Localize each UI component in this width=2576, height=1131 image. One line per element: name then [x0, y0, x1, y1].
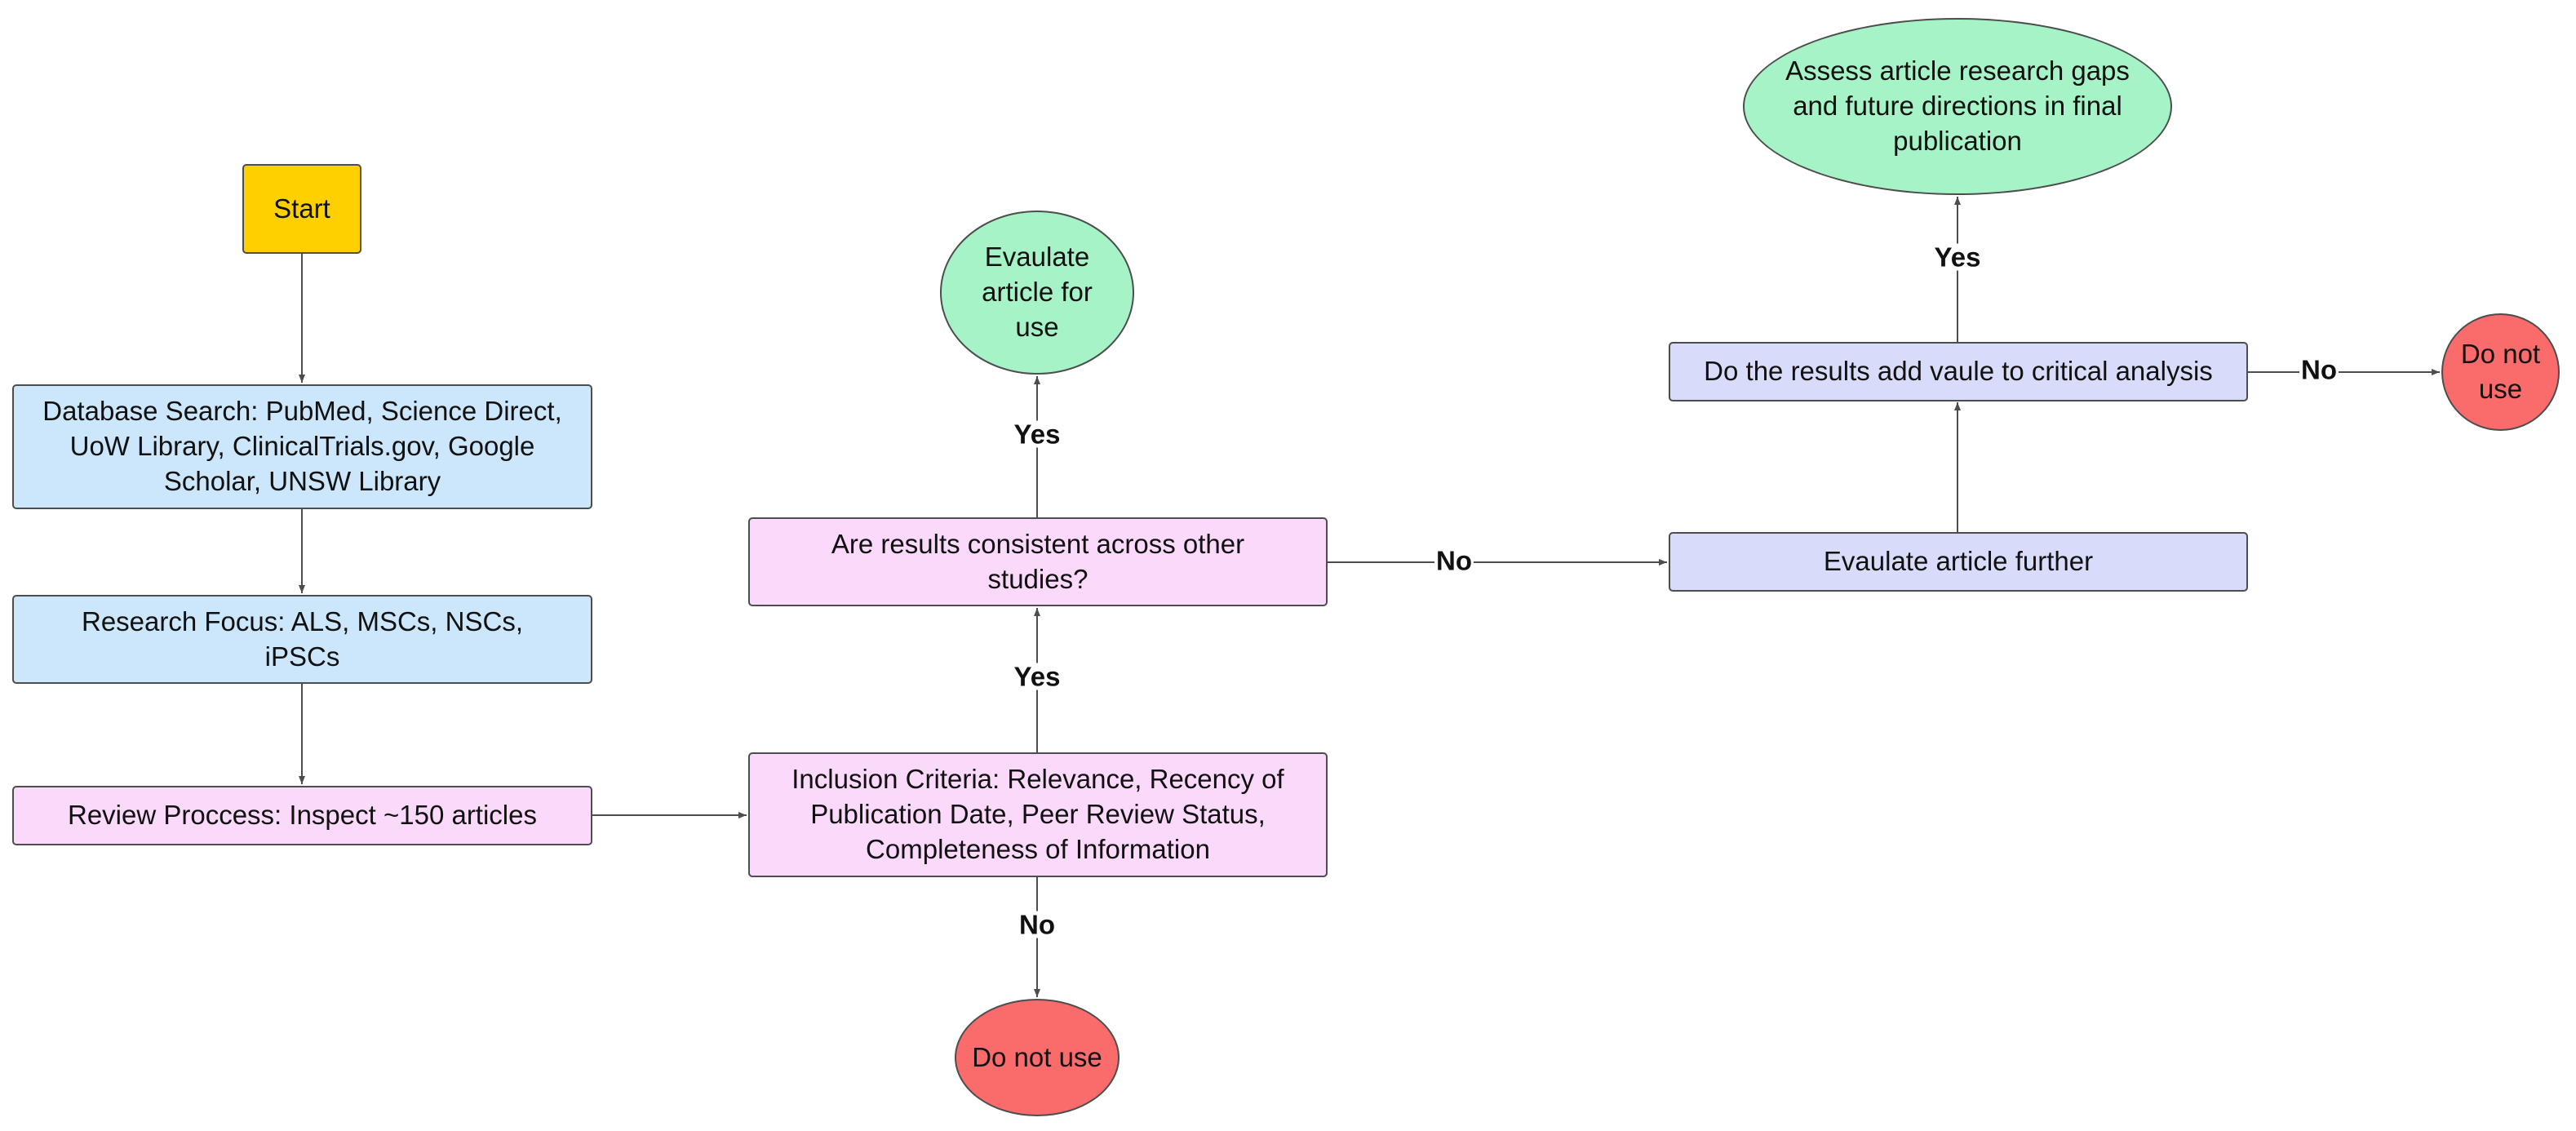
inclusion-criteria-decision: Inclusion Criteria: Relevance, Recency o… [748, 752, 1328, 877]
edge-label-consistent-no: No [1434, 545, 1474, 576]
results-consistent-label: Are results consistent across other stud… [831, 528, 1245, 594]
review-process-node: Review Proccess: Inspect ~150 articles [12, 786, 592, 845]
evaluate-for-use-node: Evaulate article for use [940, 211, 1134, 375]
do-not-use-bottom-label: Do not use [972, 1041, 1102, 1072]
database-search-node: Database Search: PubMed, Science Direct,… [12, 384, 592, 509]
evaluate-for-use-label: Evaulate article for use [982, 242, 1093, 342]
assess-gaps-node: Assess article research gaps and future … [1743, 18, 2172, 195]
start-label: Start [273, 193, 330, 224]
start-node: Start [242, 164, 361, 254]
database-search-label: Database Search: PubMed, Science Direct,… [42, 396, 562, 496]
evaluate-further-label: Evaulate article further [1823, 546, 2094, 577]
results-consistent-decision: Are results consistent across other stud… [748, 517, 1328, 606]
evaluate-further-node: Evaulate article further [1669, 532, 2248, 592]
edge-label-inclusion-yes: Yes [1012, 661, 1062, 692]
add-value-decision: Do the results add vaule to critical ana… [1669, 342, 2248, 401]
edge-label-inclusion-no: No [1018, 909, 1057, 940]
edge-label-consistent-yes: Yes [1012, 419, 1062, 450]
do-not-use-bottom-node: Do not use [955, 999, 1120, 1116]
review-process-label: Review Proccess: Inspect ~150 articles [67, 800, 537, 831]
add-value-label: Do the results add vaule to critical ana… [1704, 356, 2213, 387]
research-focus-node: Research Focus: ALS, MSCs, NSCs, iPSCs [12, 595, 592, 684]
research-focus-label: Research Focus: ALS, MSCs, NSCs, iPSCs [81, 605, 523, 672]
do-not-use-right-node: Do not use [2441, 313, 2560, 431]
edge-label-value-yes: Yes [1932, 242, 1983, 273]
inclusion-criteria-label: Inclusion Criteria: Relevance, Recency o… [791, 764, 1284, 864]
do-not-use-right-label: Do not use [2460, 339, 2541, 404]
edge-label-value-no: No [2299, 354, 2339, 385]
assess-gaps-label: Assess article research gaps and future … [1785, 55, 2130, 156]
